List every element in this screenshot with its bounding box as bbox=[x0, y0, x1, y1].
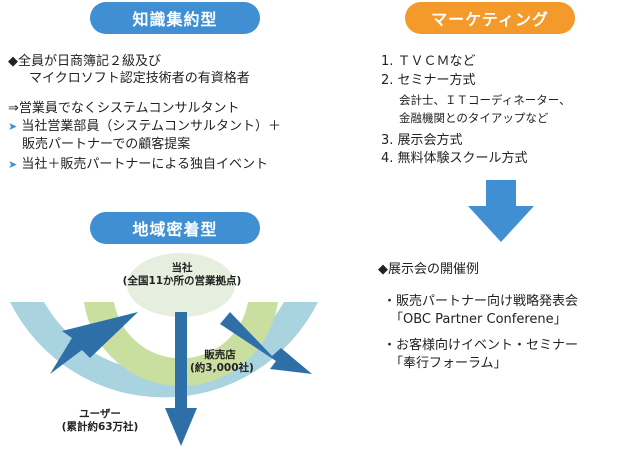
qualification-line-2: マイクロソフト認定技術者の有資格者 bbox=[29, 71, 250, 86]
community-pill: 地域密着型 bbox=[90, 212, 260, 244]
event-item-line: ➤ 当社＋販売パートナーによる独自イベント bbox=[8, 157, 268, 173]
user-label: ユーザー (累計約63万社) bbox=[52, 408, 148, 434]
company-label-title: 当社 bbox=[171, 262, 193, 274]
example-2-line1: ・お客様向けイベント・セミナー bbox=[383, 338, 579, 353]
marketing-pill: マーケティング bbox=[405, 2, 575, 34]
example-1-line2: 「OBC Partner Conferene」 bbox=[390, 312, 567, 327]
marketing-item-3: 3. 展示会方式 bbox=[381, 133, 463, 149]
center-arrow bbox=[165, 312, 197, 446]
event-item-text: 当社＋販売パートナーによる独自イベント bbox=[21, 157, 268, 172]
marketing-sub-1: 会計士、ＩＴコーディネーター、 bbox=[399, 93, 571, 107]
example-2-line2: 「奉行フォーラム」 bbox=[390, 356, 507, 371]
proposal-item-line1: ➤ 当社営業部員（システムコンサルタント）＋ bbox=[8, 119, 281, 135]
user-band bbox=[10, 302, 318, 398]
right-arrow bbox=[220, 312, 312, 374]
partner-label: 販売店 (約3,000社) bbox=[190, 349, 254, 375]
partner-label-sub: (約3,000社) bbox=[190, 362, 254, 374]
triangle-bullet-icon: ➤ bbox=[8, 120, 18, 133]
left-arrow bbox=[50, 312, 138, 374]
marketing-item-text: ＴＶＣＭなど bbox=[397, 54, 476, 69]
marketing-item-text: セミナー方式 bbox=[397, 73, 476, 88]
exhibition-section-title: ◆展示会の開催例 bbox=[378, 262, 479, 277]
company-label-sub: (全国11か所の営業拠点) bbox=[122, 275, 242, 287]
partner-band bbox=[84, 302, 278, 387]
company-circle bbox=[127, 253, 235, 317]
marketing-item-num: 2. bbox=[381, 73, 394, 88]
marketing-item-text: 無料体験スクール方式 bbox=[397, 151, 528, 166]
user-label-sub: (累計約63万社) bbox=[61, 421, 139, 433]
marketing-item-num: 4. bbox=[381, 151, 394, 166]
consultant-line: ⇒営業員でなくシステムコンサルタント bbox=[8, 101, 240, 116]
marketing-item-num: 3. bbox=[381, 133, 394, 148]
down-arrow-icon bbox=[468, 180, 534, 242]
marketing-item-1: 1. ＴＶＣＭなど bbox=[381, 54, 476, 70]
concentric-diagram bbox=[10, 253, 318, 446]
proposal-item-line2: 販売パートナーでの顧客提案 bbox=[22, 137, 191, 152]
marketing-item-2: 2. セミナー方式 bbox=[381, 73, 476, 89]
marketing-item-4: 4. 無料体験スクール方式 bbox=[381, 151, 528, 167]
qualification-line-1: ◆全員が日商簿記２級及び bbox=[8, 54, 161, 69]
marketing-sub-2: 金融機関とのタイアップなど bbox=[399, 111, 549, 125]
marketing-item-num: 1. bbox=[381, 54, 394, 69]
knowledge-intensive-pill: 知識集約型 bbox=[90, 2, 260, 34]
marketing-item-text: 展示会方式 bbox=[397, 133, 463, 148]
company-label: 当社 (全国11か所の営業拠点) bbox=[122, 262, 242, 288]
partner-label-title: 販売店 bbox=[204, 349, 236, 361]
user-label-title: ユーザー bbox=[79, 408, 121, 420]
proposal-item-text1: 当社営業部員（システムコンサルタント）＋ bbox=[21, 119, 281, 134]
triangle-bullet-icon: ➤ bbox=[8, 158, 18, 171]
example-1-line1: ・販売パートナー向け戦略発表会 bbox=[383, 294, 579, 309]
